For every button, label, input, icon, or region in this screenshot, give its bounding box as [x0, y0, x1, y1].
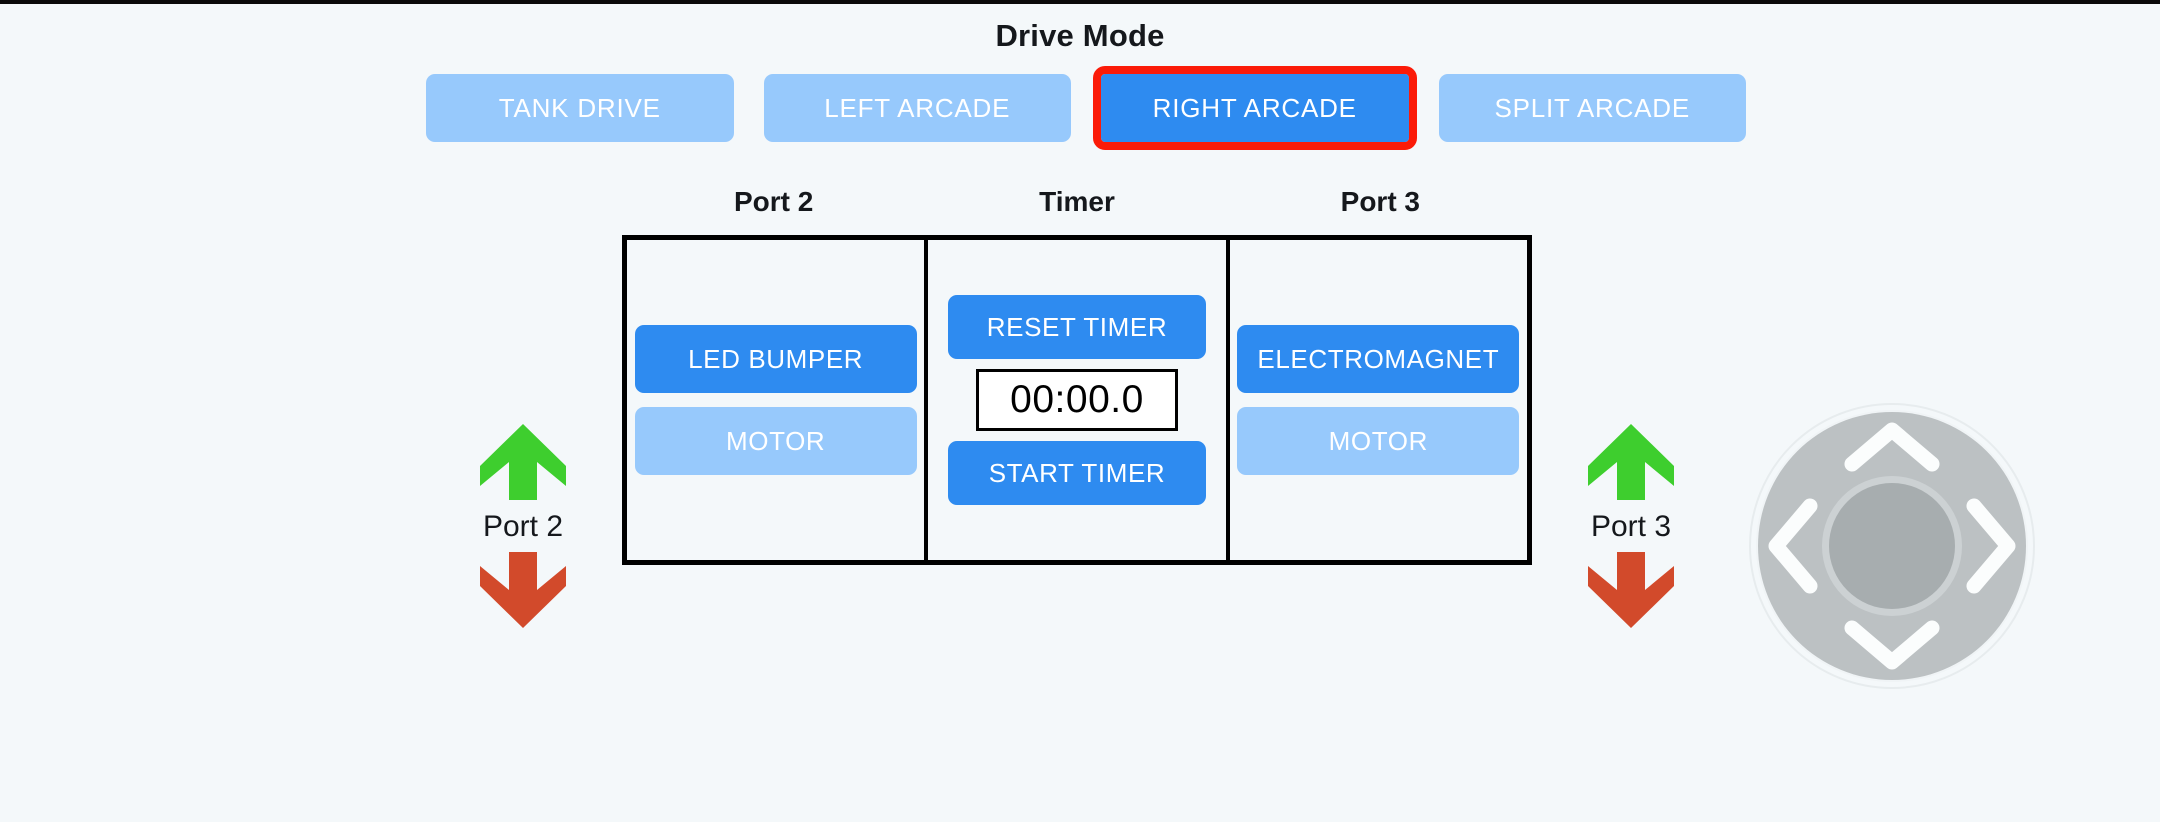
drive-mode-right-arcade[interactable]: RIGHT ARCADE [1093, 66, 1417, 150]
panel-timer: RESET TIMER 00:00.0 START TIMER [924, 240, 1225, 560]
chevron-up-icon [1844, 422, 1940, 472]
chevron-right-icon [1966, 498, 2016, 594]
arrow-up-icon[interactable] [480, 424, 566, 500]
chevron-down-icon [1844, 620, 1940, 670]
electromagnet-button[interactable]: ELECTROMAGNET [1237, 325, 1520, 393]
drive-mode-split-arcade[interactable]: SPLIT ARCADE [1438, 74, 1746, 142]
port2-motor-button[interactable]: MOTOR [634, 407, 917, 475]
port2-arrow-cluster: Port 2 [448, 424, 598, 628]
panel-titles-row: Port 2 Timer Port 3 [622, 186, 1532, 218]
start-timer-button[interactable]: START TIMER [947, 441, 1206, 505]
arrow-down-icon[interactable] [1588, 552, 1674, 628]
panel-title-timer: Timer [1039, 186, 1115, 217]
control-panel-group: LED BUMPER MOTOR RESET TIMER 00:00.0 STA… [622, 235, 1532, 565]
reset-timer-button[interactable]: RESET TIMER [947, 295, 1206, 359]
top-edge-strip [0, 0, 2160, 4]
drive-mode-left-arcade[interactable]: LEFT ARCADE [763, 74, 1071, 142]
drive-mode-selector: TANK DRIVE LEFT ARCADE RIGHT ARCADE SPLI… [426, 66, 1746, 150]
port3-arrow-cluster: Port 3 [1556, 424, 1706, 628]
port3-label: Port 3 [1590, 510, 1672, 543]
port3-motor-button[interactable]: MOTOR [1237, 407, 1520, 475]
page-title: Drive Mode [995, 18, 1165, 53]
panel-port3: ELECTROMAGNET MOTOR [1225, 240, 1527, 560]
timer-display: 00:00.0 [975, 369, 1178, 431]
arrow-down-icon[interactable] [480, 552, 566, 628]
panel-port2: LED BUMPER MOTOR [627, 240, 924, 560]
panel-title-port2: Port 2 [733, 186, 814, 217]
panel-title-port3: Port 3 [1340, 186, 1420, 217]
dpad-center-icon [1829, 483, 1955, 609]
arrow-up-icon[interactable] [1588, 424, 1674, 500]
led-bumper-button[interactable]: LED BUMPER [634, 325, 917, 393]
dpad-control[interactable] [1742, 396, 2042, 696]
port2-label: Port 2 [482, 510, 564, 543]
chevron-left-icon [1768, 498, 1818, 594]
drive-mode-tank-drive[interactable]: TANK DRIVE [426, 74, 734, 142]
